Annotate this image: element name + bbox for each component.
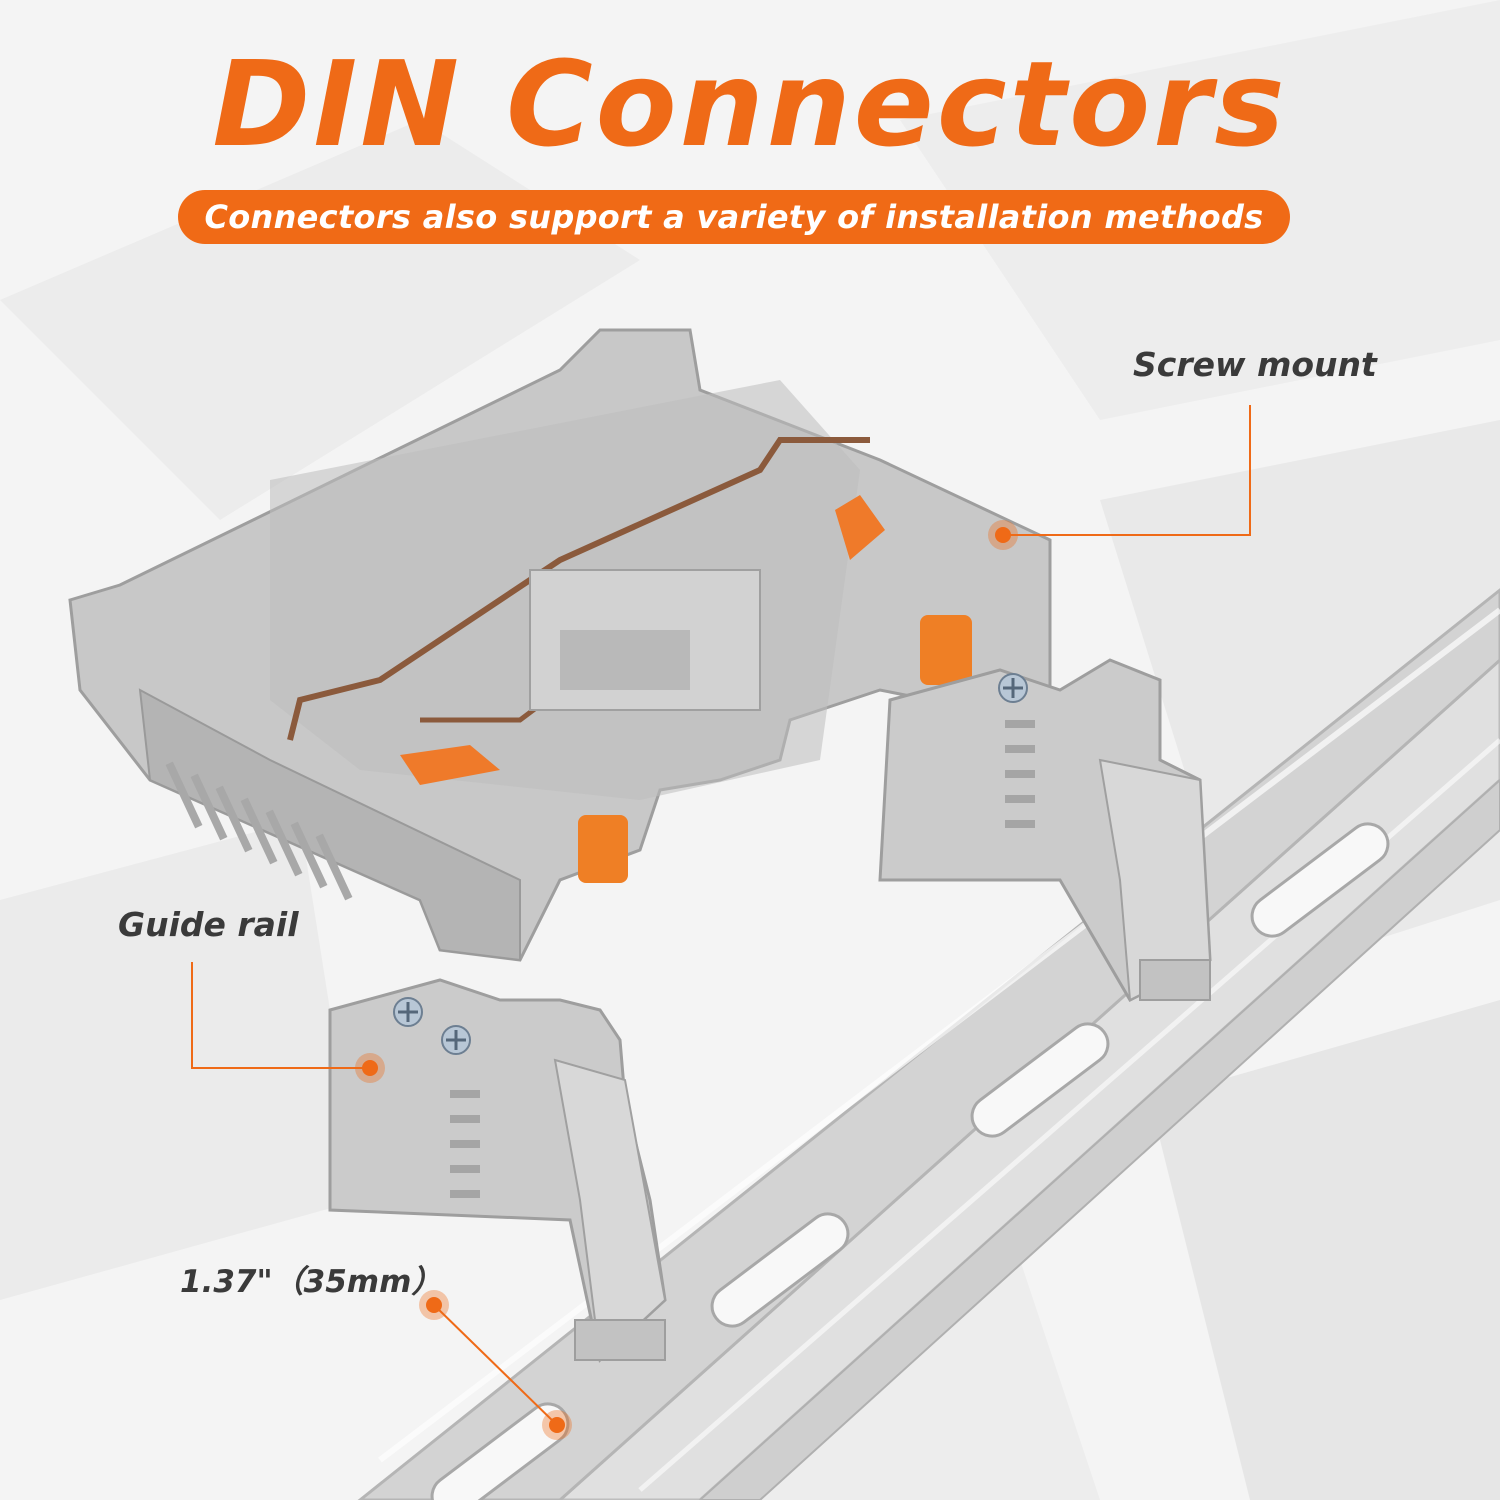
callout-guide-rail-leader — [191, 962, 385, 1083]
rail-slot — [1250, 822, 1390, 938]
screw-icon — [393, 997, 423, 1027]
guide-rail-label: Guide rail — [118, 905, 299, 944]
callout-screw-mount-leader — [988, 405, 1251, 550]
terminal-block — [68, 328, 1052, 962]
orange-release-tab — [578, 615, 972, 883]
page-title: DIN Connectors — [212, 35, 1288, 173]
rail-width-label: 1.37"（35mm） — [180, 1264, 443, 1300]
screw-mount-label: Screw mount — [1133, 345, 1377, 384]
rail-slot — [710, 1212, 850, 1328]
screw-icon — [998, 673, 1028, 703]
rail-slot — [970, 1022, 1110, 1138]
callout-rail-width-leader — [419, 1290, 572, 1440]
rail-slot — [430, 1402, 570, 1500]
orange-lever — [400, 495, 885, 785]
end-stopper — [328, 978, 667, 1363]
end-stopper — [878, 658, 1212, 1002]
subtitle-banner: Connectors also support a variety of ins… — [178, 190, 1290, 244]
screw-icon — [441, 1025, 471, 1055]
